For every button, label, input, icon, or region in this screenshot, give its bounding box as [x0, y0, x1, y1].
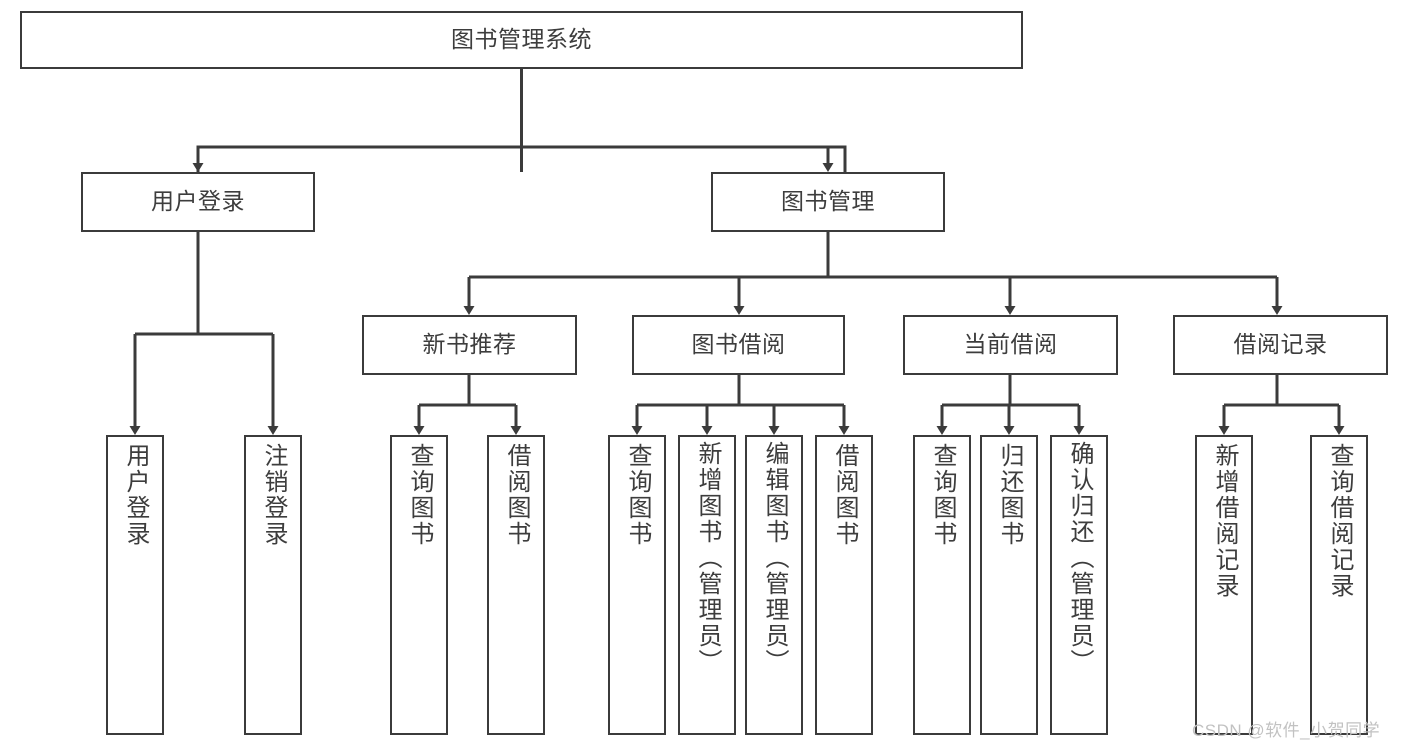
- leaf-borrow-book-1-label: 借阅图书: [503, 443, 530, 547]
- leaf-user-logout-label: 注销登录: [260, 443, 287, 547]
- leaf-edit-book-admin-label: 编辑图书（管理员）: [761, 441, 788, 675]
- node-new-book-recommend-label: 新书推荐: [422, 331, 517, 358]
- leaf-confirm-return-admin[interactable]: 确认归还（管理员）: [1050, 435, 1108, 735]
- leaf-add-borrow-record-label: 新增借阅记录: [1211, 443, 1238, 599]
- leaf-query-book-1[interactable]: 查询图书: [390, 435, 448, 735]
- leaf-query-book-2-label: 查询图书: [624, 443, 651, 547]
- node-root[interactable]: 图书管理系统: [20, 11, 1023, 69]
- node-book-manage-label: 图书管理: [781, 188, 875, 215]
- node-book-manage[interactable]: 图书管理: [711, 172, 945, 232]
- node-book-borrow[interactable]: 图书借阅: [632, 315, 845, 375]
- leaf-borrow-book-2[interactable]: 借阅图书: [815, 435, 873, 735]
- node-book-borrow-label: 图书借阅: [691, 331, 786, 358]
- leaf-confirm-return-admin-label: 确认归还（管理员）: [1066, 441, 1093, 675]
- node-current-borrow-label: 当前借阅: [963, 331, 1058, 358]
- leaf-return-book[interactable]: 归还图书: [980, 435, 1038, 735]
- leaf-borrow-book-1[interactable]: 借阅图书: [487, 435, 545, 735]
- leaf-query-borrow-record-label: 查询借阅记录: [1326, 443, 1353, 599]
- leaf-query-book-1-label: 查询图书: [406, 443, 433, 547]
- leaf-add-borrow-record[interactable]: 新增借阅记录: [1195, 435, 1253, 735]
- leaf-add-book-admin-label: 新增图书（管理员）: [694, 441, 721, 675]
- node-user-login-label: 用户登录: [151, 188, 245, 215]
- node-borrow-record-label: 借阅记录: [1233, 331, 1328, 358]
- node-new-book-recommend[interactable]: 新书推荐: [362, 315, 577, 375]
- leaf-user-login[interactable]: 用户登录: [106, 435, 164, 735]
- node-borrow-record[interactable]: 借阅记录: [1173, 315, 1388, 375]
- leaf-query-book-2[interactable]: 查询图书: [608, 435, 666, 735]
- leaf-edit-book-admin[interactable]: 编辑图书（管理员）: [745, 435, 803, 735]
- leaf-return-book-label: 归还图书: [996, 443, 1023, 547]
- leaf-query-book-3-label: 查询图书: [929, 443, 956, 547]
- leaf-query-borrow-record[interactable]: 查询借阅记录: [1310, 435, 1368, 735]
- node-current-borrow[interactable]: 当前借阅: [903, 315, 1118, 375]
- node-user-login[interactable]: 用户登录: [81, 172, 315, 232]
- watermark-text: CSDN @软件_小贺同学: [1192, 721, 1381, 740]
- leaf-user-login-label: 用户登录: [122, 443, 149, 547]
- leaf-add-book-admin[interactable]: 新增图书（管理员）: [678, 435, 736, 735]
- leaf-borrow-book-2-label: 借阅图书: [831, 443, 858, 547]
- leaf-query-book-3[interactable]: 查询图书: [913, 435, 971, 735]
- node-root-label: 图书管理系统: [451, 26, 592, 53]
- leaf-user-logout[interactable]: 注销登录: [244, 435, 302, 735]
